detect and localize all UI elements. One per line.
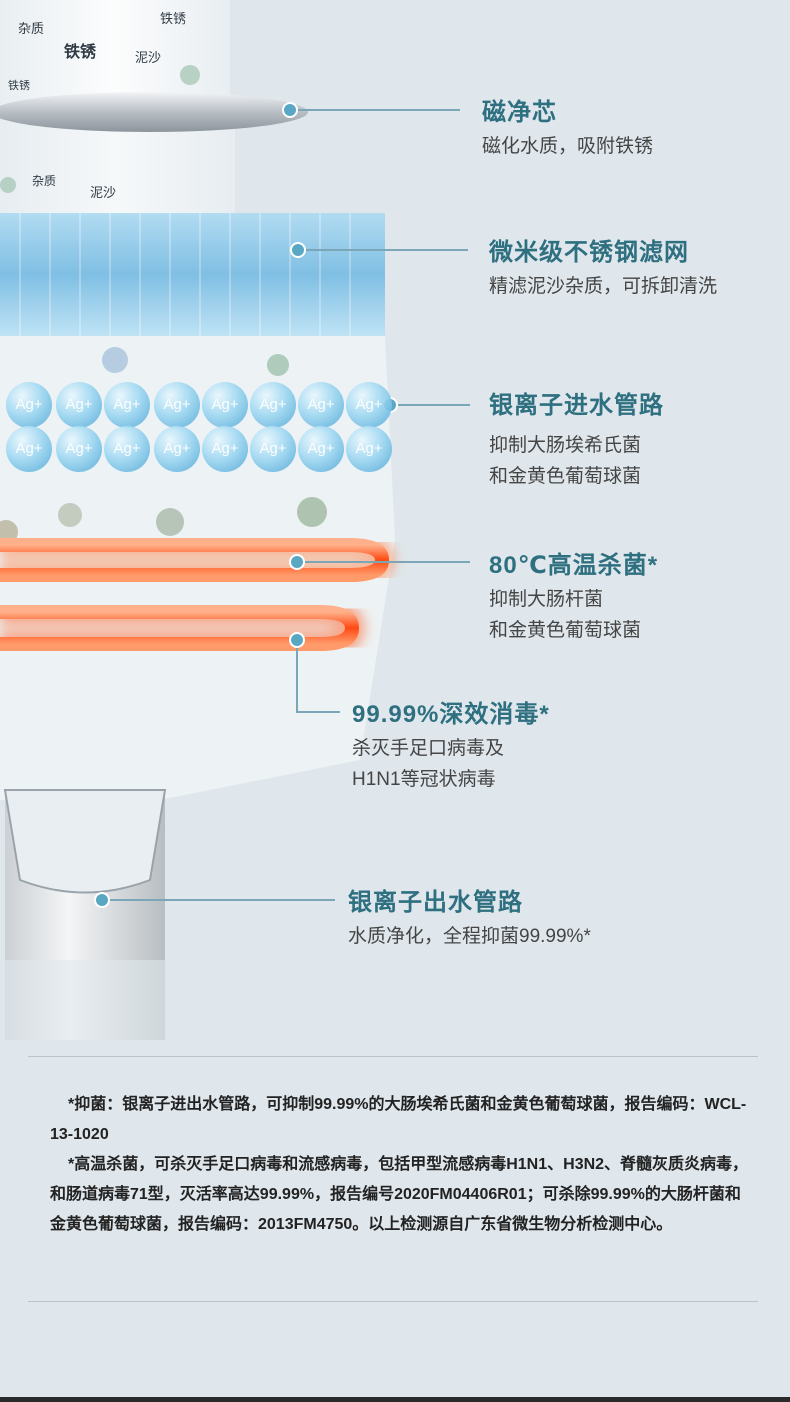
callout-desc-line: 杀灭手足口病毒及 [352,738,505,759]
bubble-label-impurity: 杂质 [18,21,45,36]
micron-mesh-filter [0,213,385,336]
ag-ion-sphere: Ag+ [250,426,296,472]
footnote-antibacterial: *抑菌：银离子进出水管路，可抑制99.99%的大肠埃希氏菌和金黄色葡萄球菌，报告… [50,1096,747,1143]
heating-tube-upper [0,538,390,582]
callout-title: 银离子出水管路 [348,889,523,916]
callout-micron-mesh: 微米级不锈钢滤网 精滤泥沙杂质，可拆卸清洗 [489,232,717,302]
callout-desc-line: 和金黄色葡萄球菌 [489,620,642,641]
callout-title: 99.99%深效消毒* [352,701,550,728]
callout-magnetic-core: 磁净芯 磁化水质，吸附铁锈 [482,92,653,162]
leader-dots [94,102,398,908]
callout-desc: 水质净化，全程抑菌99.99%* [348,926,591,947]
ag-ion-sphere: Ag+ [56,426,102,472]
ag-ion-sphere: Ag+ [6,426,52,472]
outlet-funnel [3,789,167,894]
callout-desc-line: H1N1等冠状病毒 [352,769,496,790]
magnetic-core-disc [0,92,308,132]
bubble-label-sand-lower: 泥沙 [90,185,117,200]
ag-ion-sphere: Ag+ [104,382,150,428]
bottom-bar [0,1397,790,1402]
ag-ion-sphere: Ag+ [298,382,344,428]
water-stream-middle [0,120,235,215]
leader-lines [102,109,470,901]
callout-desc-line: 和金黄色葡萄球菌 [489,466,642,487]
callout-title: 微米级不锈钢滤网 [489,239,689,266]
ag-ion-sphere: Ag+ [154,382,200,428]
ag-ion-sphere: Ag+ [346,382,392,428]
footnote-high-temp: *高温杀菌，可杀灭手足口病毒和流感病毒，包括甲型流感病毒H1N1、H3N2、脊髓… [50,1156,749,1233]
ag-ion-sphere: Ag+ [202,426,248,472]
callout-high-temp: 80℃高温杀菌* 抑制大肠杆菌 和金黄色葡萄球菌 [489,545,658,646]
callout-silver-inlet: 银离子进水管路 抑制大肠埃希氏菌 和金黄色葡萄球菌 [489,385,664,492]
divider-bottom [28,1301,758,1302]
ag-ion-sphere: Ag+ [346,426,392,472]
callout-title: 80℃高温杀菌* [489,552,659,579]
bubble-label-impurity-lower: 杂质 [32,174,57,188]
ag-ion-sphere: Ag+ [6,382,52,428]
callout-desc: 磁化水质，吸附铁锈 [482,136,654,157]
callout-desc: 精滤泥沙杂质，可拆卸清洗 [489,276,718,297]
callout-desc-line: 抑制大肠杆菌 [489,589,604,610]
mesh-texture [19,213,351,336]
ag-ion-sphere: Ag+ [56,382,102,428]
germ-particles [0,65,327,544]
callout-title: 银离子进水管路 [489,392,664,419]
ag-ion-sphere: Ag+ [298,426,344,472]
water-stream-top [0,0,230,105]
callout-disinfection: 99.99%深效消毒* 杀灭手足口病毒及 H1N1等冠状病毒 [352,694,550,795]
ag-ion-sphere: Ag+ [250,382,296,428]
ag-ion-sphere: Ag+ [202,382,248,428]
callout-desc-line: 抑制大肠埃希氏菌 [489,435,642,456]
bubble-label-rust-large: 铁锈 [64,44,97,61]
bubble-label-rust: 铁锈 [160,11,187,26]
footnote-block: *抑菌：银离子进出水管路，可抑制99.99%的大肠埃希氏菌和金黄色葡萄球菌，报告… [50,1090,750,1240]
callout-title: 磁净芯 [482,99,557,126]
heating-tube-lower [0,605,360,651]
ag-ion-sphere: Ag+ [104,426,150,472]
bubble-label-sand: 泥沙 [135,50,162,65]
bubble-label-rust-small: 铁锈 [8,80,30,92]
callout-silver-outlet: 银离子出水管路 水质净化，全程抑菌99.99%* [348,882,591,952]
divider-top [28,1056,758,1057]
ag-ion-sphere: Ag+ [154,426,200,472]
